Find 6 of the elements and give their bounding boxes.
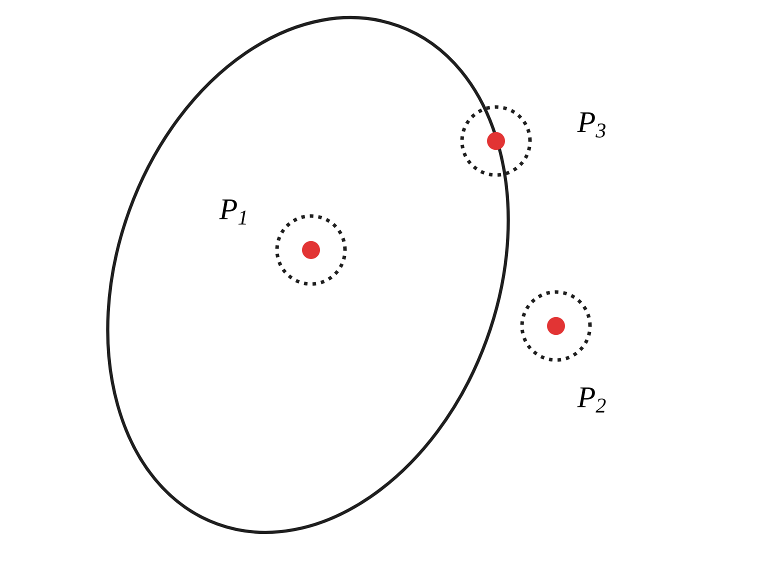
point-marker [460,105,532,177]
point-marker [520,290,592,362]
point-label: P$_{1}$ [219,200,246,224]
point-marker [275,214,347,286]
point-label: P$_{2}$ [577,388,606,412]
point-label: P$_{3}$ [577,112,606,138]
